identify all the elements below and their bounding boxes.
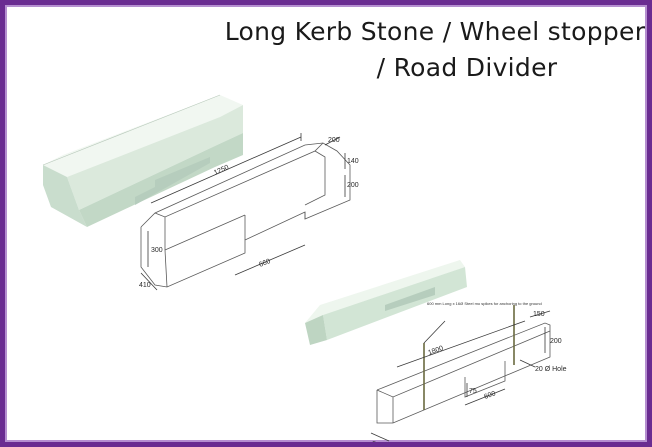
kerb-stone-line-drawing [140,133,351,291]
ws-dim-hole-label: 20 Ø Hole [535,366,567,373]
dim-cutout-label: 660 [258,258,272,269]
technical-drawing: 1250 200 140 200 300 410 660 [42,94,567,447]
dim-chamfer-label: 140 [347,158,359,165]
wheel-stopper-line-drawing [370,305,551,442]
dim-side-height-label: 200 [347,182,359,189]
ws-dim-height-label: 200 [550,338,562,345]
ws-dim-top-label: 150 [533,311,545,318]
dim-base-width-label: 410 [139,282,151,289]
kerb-stone-render [42,94,243,227]
dim-height-label: 300 [151,247,163,254]
ws-dim-slot-height-label: 75 [469,388,477,395]
wheel-stopper-render [305,260,467,345]
spike-note: 600 mm Long x 16Ø Steel mo spikes for an… [427,301,542,306]
title-line-1: Long Kerb Stone / Wheel stopper [224,17,646,46]
ws-dim-length-label: 1800 [427,345,444,357]
title-line-2: / Road Divider [376,53,558,82]
dim-top-width-label: 200 [328,137,340,144]
ws-dim-slot-width-label: 600 [483,390,496,401]
ws-dim-base-width-label: 200 [370,440,383,447]
